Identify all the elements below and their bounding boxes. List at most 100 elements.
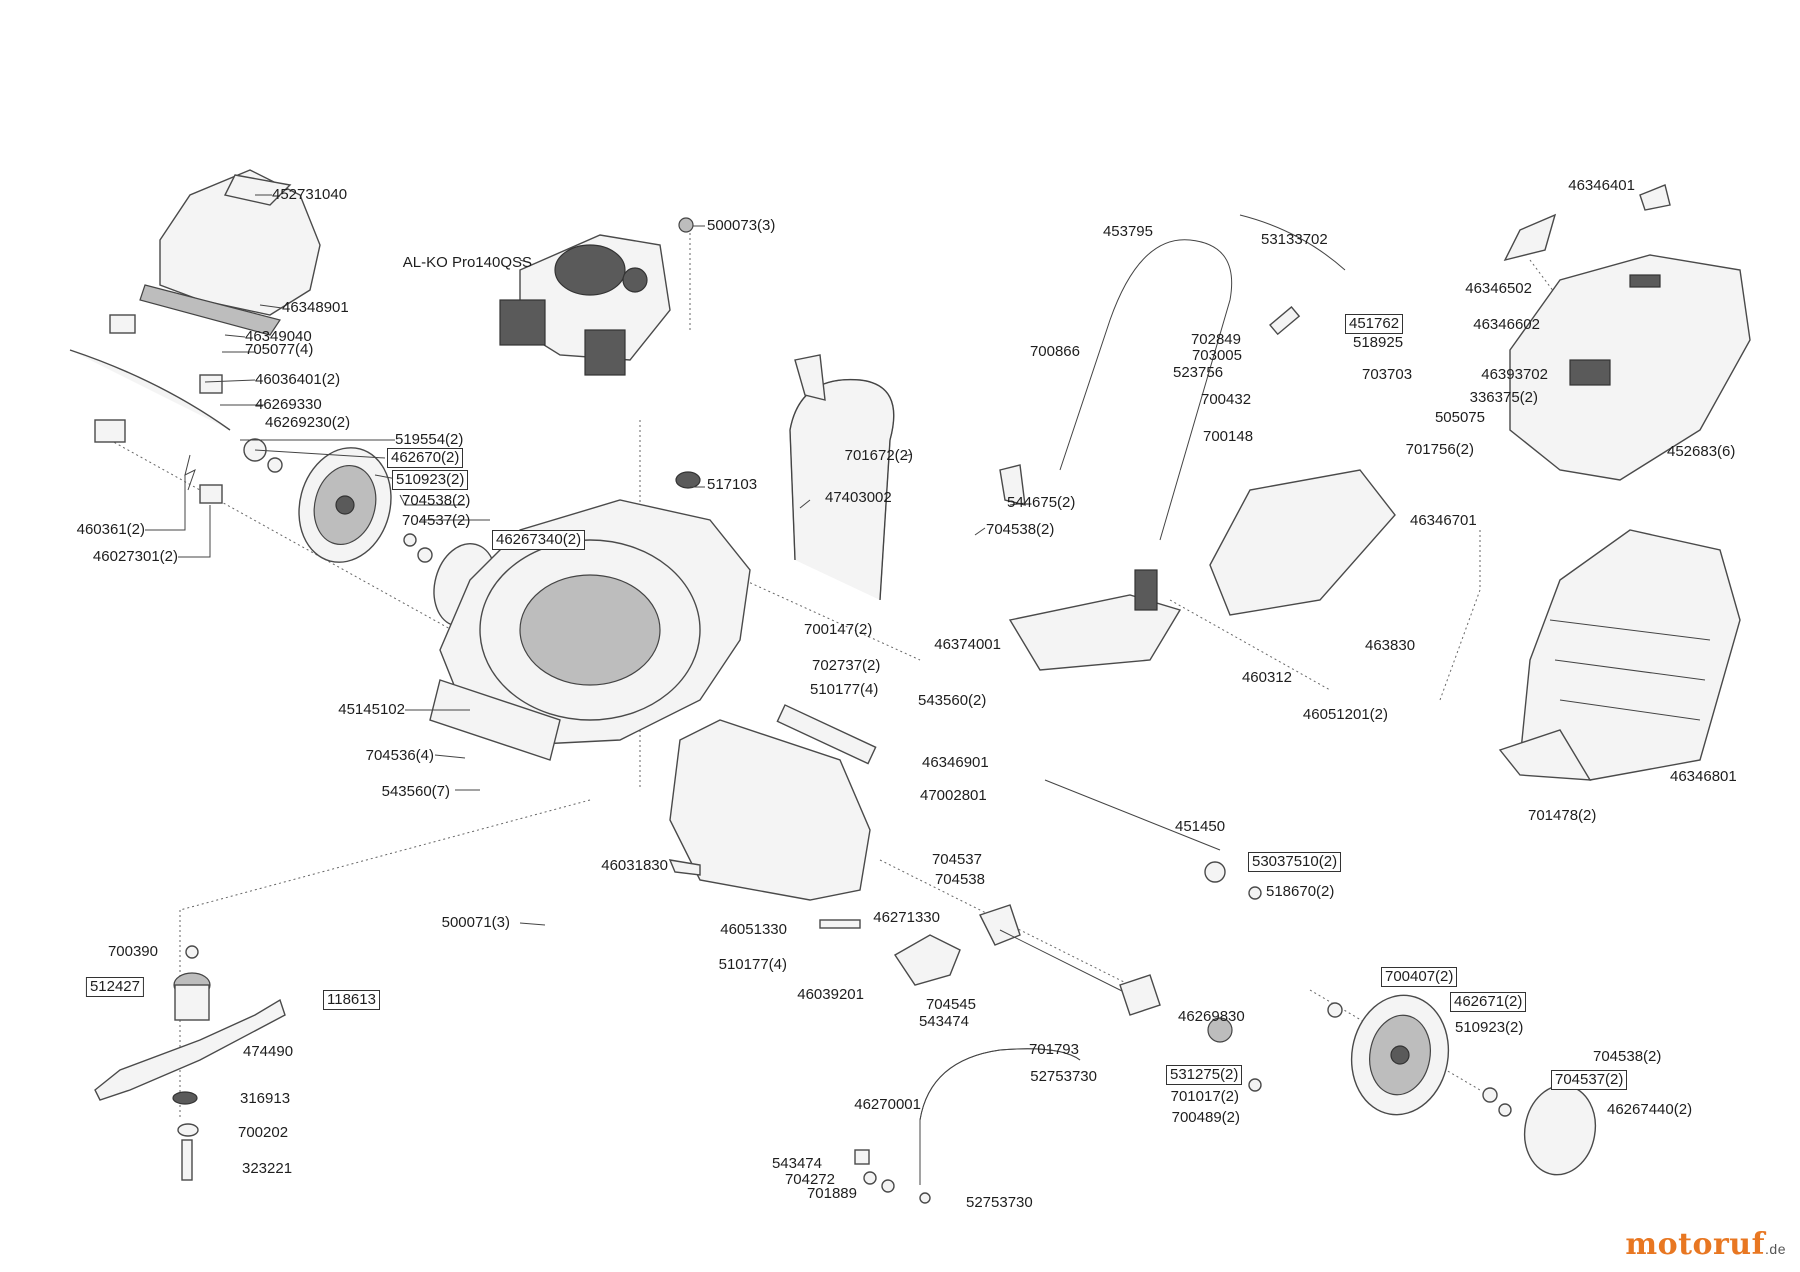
part-label: 700489(2) — [1171, 1109, 1240, 1126]
part-label: 46267340(2) — [492, 530, 586, 550]
grass-box-lid-part — [1503, 184, 1751, 481]
part-label: 53133702 — [1261, 231, 1328, 248]
engine-cover-part — [139, 169, 321, 336]
part-label: 118613 — [323, 990, 380, 1010]
part-label: 701017(2) — [1170, 1088, 1239, 1105]
part-label: 544675(2) — [1007, 494, 1076, 511]
part-label: 452731040 — [272, 186, 348, 203]
part-label: 703005 — [1191, 347, 1242, 364]
engine-part — [499, 217, 694, 376]
part-label: 543560(7) — [381, 783, 450, 800]
rear-chute-parts — [668, 704, 877, 929]
part-label: 46348901 — [282, 299, 349, 316]
part-label: 46346901 — [922, 754, 989, 771]
part-label: 46346602 — [1473, 316, 1540, 333]
part-label: 704538(2) — [402, 492, 471, 509]
part-label: 704536(4) — [365, 747, 434, 764]
part-label: 453795 — [1102, 223, 1153, 240]
lower-handle-part — [789, 354, 1026, 601]
part-label: 510177(4) — [810, 681, 879, 698]
part-label: 704538(2) — [1593, 1048, 1662, 1065]
part-label: 53037510(2) — [1248, 852, 1342, 872]
part-label: 316913 — [240, 1090, 291, 1107]
flap-part — [1008, 469, 1396, 671]
part-label: 452683(6) — [1667, 443, 1736, 460]
part-label: 700147(2) — [804, 621, 873, 638]
part-label: 462670(2) — [387, 448, 464, 468]
blade-assembly-part — [94, 945, 286, 1181]
watermark-logo: motoruf.de — [1625, 1227, 1786, 1262]
rear-axle-parts — [894, 779, 1262, 1092]
part-label: 700390 — [107, 943, 158, 960]
part-label: 474490 — [243, 1043, 294, 1060]
part-label: 323221 — [242, 1160, 293, 1177]
part-label: 46051201(2) — [1302, 706, 1388, 723]
part-label: 701672(2) — [844, 447, 913, 464]
part-label: 701478(2) — [1528, 807, 1597, 824]
part-label: 700148 — [1203, 428, 1254, 445]
part-label: 460312 — [1241, 669, 1292, 686]
part-label: 543560(2) — [918, 692, 987, 709]
part-label: 46346701 — [1410, 512, 1477, 529]
part-label: 704272 — [784, 1171, 835, 1188]
part-label: 700202 — [238, 1124, 289, 1141]
part-label: 46349040 — [245, 328, 312, 345]
part-label: 512427 — [85, 977, 144, 997]
mower-deck-part — [429, 471, 751, 761]
part-label: 46346801 — [1670, 768, 1737, 785]
part-label: 460361(2) — [76, 521, 145, 538]
part-label: 704537 — [931, 851, 982, 868]
part-label: 46270001 — [854, 1096, 921, 1113]
part-label: 45145102 — [338, 701, 405, 718]
part-label: 704545 — [925, 996, 976, 1013]
watermark-tld: .de — [1765, 1241, 1786, 1257]
part-label: 463830 — [1365, 637, 1416, 654]
part-label: 47403002 — [825, 489, 892, 506]
part-label: 704538 — [934, 871, 985, 888]
rear-wheel-right — [1327, 994, 1597, 1176]
part-label: 704538(2) — [986, 521, 1055, 538]
part-label: 518670(2) — [1266, 883, 1335, 900]
part-label: 518925 — [1353, 334, 1404, 351]
part-label: 46269330 — [255, 396, 322, 413]
part-label: 46374001 — [934, 636, 1001, 653]
part-label: 700432 — [1201, 391, 1252, 408]
part-label: 46039201 — [797, 986, 864, 1003]
part-label: 336375(2) — [1469, 389, 1538, 406]
part-label: 46271330 — [873, 909, 940, 926]
part-label: 543474 — [771, 1155, 822, 1172]
part-label: 462671(2) — [1450, 992, 1527, 1012]
part-label: 701889 — [806, 1185, 857, 1202]
part-label: 46269230(2) — [265, 414, 351, 431]
part-label: 451762 — [1345, 314, 1404, 334]
part-label: 505075 — [1434, 409, 1485, 426]
part-label: AL-KO Pro140QSS — [402, 254, 532, 271]
part-label: 704537(2) — [402, 512, 471, 529]
part-label: 519554(2) — [395, 431, 464, 448]
upper-handle-part — [1059, 214, 1346, 541]
part-label: 531275(2) — [1166, 1065, 1243, 1085]
part-label: 543474 — [918, 1013, 969, 1030]
part-label: 47002801 — [920, 787, 987, 804]
part-label: 700866 — [1029, 343, 1080, 360]
part-label: 46269830 — [1178, 1008, 1245, 1025]
part-label: 46036401(2) — [255, 371, 341, 388]
part-label: 46027301(2) — [92, 548, 178, 565]
part-label: 46267440(2) — [1607, 1101, 1693, 1118]
part-label: 52753730 — [1030, 1068, 1097, 1085]
part-label: 510177(4) — [718, 956, 787, 973]
grass-catcher-part — [1498, 529, 1741, 781]
part-label: 46346502 — [1465, 280, 1532, 297]
part-label: 701793 — [1028, 1041, 1079, 1058]
part-label: 517103 — [707, 476, 758, 493]
part-label: 500073(3) — [707, 217, 776, 234]
part-label: 702737(2) — [812, 657, 881, 674]
part-label: 510923(2) — [392, 470, 469, 490]
part-label: 702849 — [1190, 331, 1241, 348]
part-label: 701756(2) — [1405, 441, 1474, 458]
part-label: 46051330 — [720, 921, 787, 938]
height-lever-part — [854, 1048, 1081, 1204]
part-label: 704537(2) — [1551, 1070, 1628, 1090]
